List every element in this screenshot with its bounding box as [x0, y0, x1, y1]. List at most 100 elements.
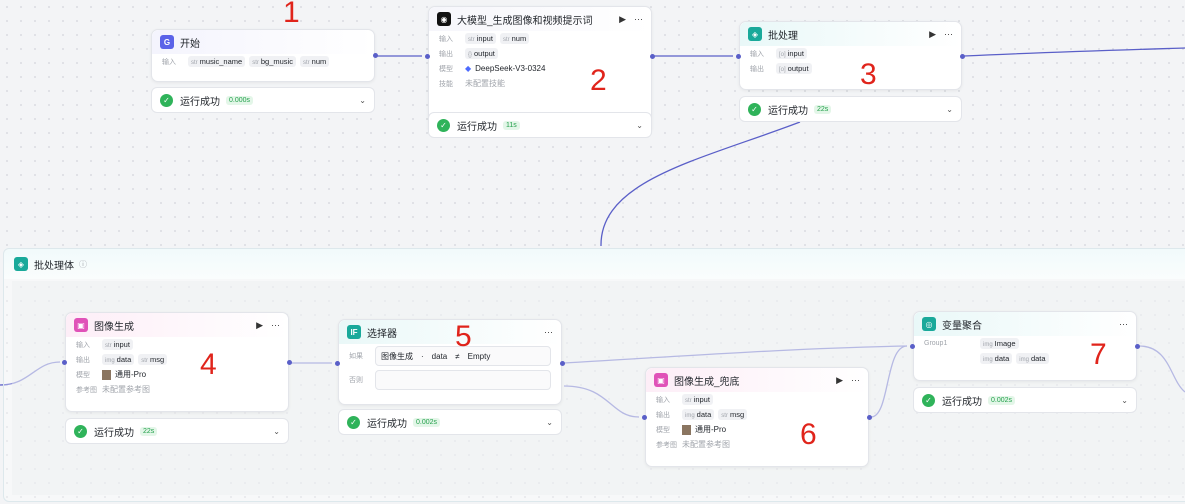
row-label: 参考图: [76, 386, 97, 394]
type-icon: img: [1019, 357, 1029, 363]
input-port[interactable]: [425, 54, 430, 59]
type-icon: str: [502, 37, 510, 43]
run-button[interactable]: ▶: [619, 13, 626, 24]
variable-name: msg: [149, 355, 165, 364]
output-port[interactable]: [287, 360, 292, 365]
success-check-icon: ✓: [748, 102, 761, 116]
condition-cond_op: ≠: [455, 351, 460, 361]
type-icon: str: [685, 398, 692, 404]
input-port[interactable]: [62, 360, 67, 365]
type-icon: str: [105, 343, 112, 349]
image-icon: ▣: [74, 318, 88, 332]
node-header: ▣图像生成_兜底▶···: [646, 368, 868, 392]
row-label: 输出: [750, 65, 764, 73]
type-icon: [o]: [779, 52, 786, 58]
status-label: 运行成功: [457, 121, 497, 133]
type-icon: img: [983, 357, 993, 363]
input-port[interactable]: [642, 415, 647, 420]
type-icon: str: [721, 413, 728, 419]
more-icon[interactable]: ···: [1119, 319, 1128, 329]
more-icon[interactable]: ···: [634, 14, 643, 24]
condition-field[interactable]: 图像生成·data≠Empty: [375, 346, 551, 366]
output-port[interactable]: [960, 54, 965, 59]
row-label: Group1: [924, 340, 948, 347]
variable-name: Image: [994, 339, 1016, 348]
run-button[interactable]: ▶: [836, 374, 843, 385]
input-port[interactable]: [335, 361, 340, 366]
more-icon[interactable]: ···: [271, 320, 280, 330]
status-time: 0.002s: [988, 395, 1016, 405]
container-title: 批处理体: [34, 260, 74, 272]
condition-cond_value: Empty: [467, 351, 491, 361]
run-button[interactable]: ▶: [929, 28, 936, 39]
chevron-down-icon[interactable]: ⌄: [546, 417, 553, 427]
model-icon: [102, 369, 111, 380]
aggregate-icon: ◎: [922, 317, 936, 331]
chevron-down-icon[interactable]: ⌄: [636, 120, 643, 130]
type-icon: str: [302, 60, 310, 66]
node-title: 图像生成: [94, 321, 134, 333]
node-title: 变量聚合: [942, 320, 982, 332]
more-icon[interactable]: ···: [944, 29, 953, 39]
node-row: 输出{}output: [429, 46, 651, 61]
output-port[interactable]: [650, 54, 655, 59]
success-check-icon: ✓: [160, 93, 173, 107]
llm-icon: ◉: [437, 12, 451, 26]
variable-tag: [o]output: [776, 63, 812, 74]
row-value: 未配置参考图: [682, 440, 730, 449]
row-label: 参考图: [656, 441, 677, 449]
chevron-down-icon[interactable]: ⌄: [1121, 395, 1128, 405]
output-port[interactable]: [560, 361, 565, 366]
run-button[interactable]: ▶: [256, 319, 263, 330]
annotation-number: 1: [283, 0, 300, 29]
variable-name: input: [693, 395, 710, 404]
type-icon: img: [983, 342, 993, 348]
row-label: 输出: [656, 411, 670, 419]
condition-cond_node: 图像生成: [381, 351, 413, 361]
more-icon[interactable]: ···: [544, 327, 553, 337]
type-icon: img: [105, 358, 115, 364]
node-row: 参考图未配置参考图: [646, 437, 868, 452]
else-field[interactable]: [375, 370, 551, 390]
chevron-down-icon[interactable]: ⌄: [273, 426, 280, 436]
node-row: 参考图未配置参考图: [66, 382, 288, 397]
status-time: 22s: [814, 104, 832, 114]
output-port[interactable]: [867, 415, 872, 420]
node-row: 输出 [o]output: [740, 61, 961, 76]
status-label: 运行成功: [180, 96, 220, 108]
edge-img2-agg: [870, 345, 908, 418]
success-check-icon: ✓: [922, 393, 935, 407]
input-port[interactable]: [910, 344, 915, 349]
row-label: 输入: [76, 341, 90, 349]
chevron-down-icon[interactable]: ⌄: [359, 95, 366, 105]
more-icon[interactable]: ···: [851, 375, 860, 385]
success-check-icon: ✓: [74, 424, 87, 438]
output-port[interactable]: [373, 53, 378, 58]
row-label: 输入: [162, 58, 176, 66]
variable-tag: [o]input: [776, 48, 807, 59]
variable-name: data: [1030, 354, 1046, 363]
chevron-down-icon[interactable]: ⌄: [946, 104, 953, 114]
node-header: ◈批处理▶···: [740, 22, 961, 46]
edge-in-img: [0, 361, 61, 386]
input-port[interactable]: [736, 54, 741, 59]
output-port[interactable]: [1135, 344, 1140, 349]
annotation-number: 7: [1090, 338, 1107, 371]
info-icon[interactable]: ⓘ: [79, 259, 87, 269]
